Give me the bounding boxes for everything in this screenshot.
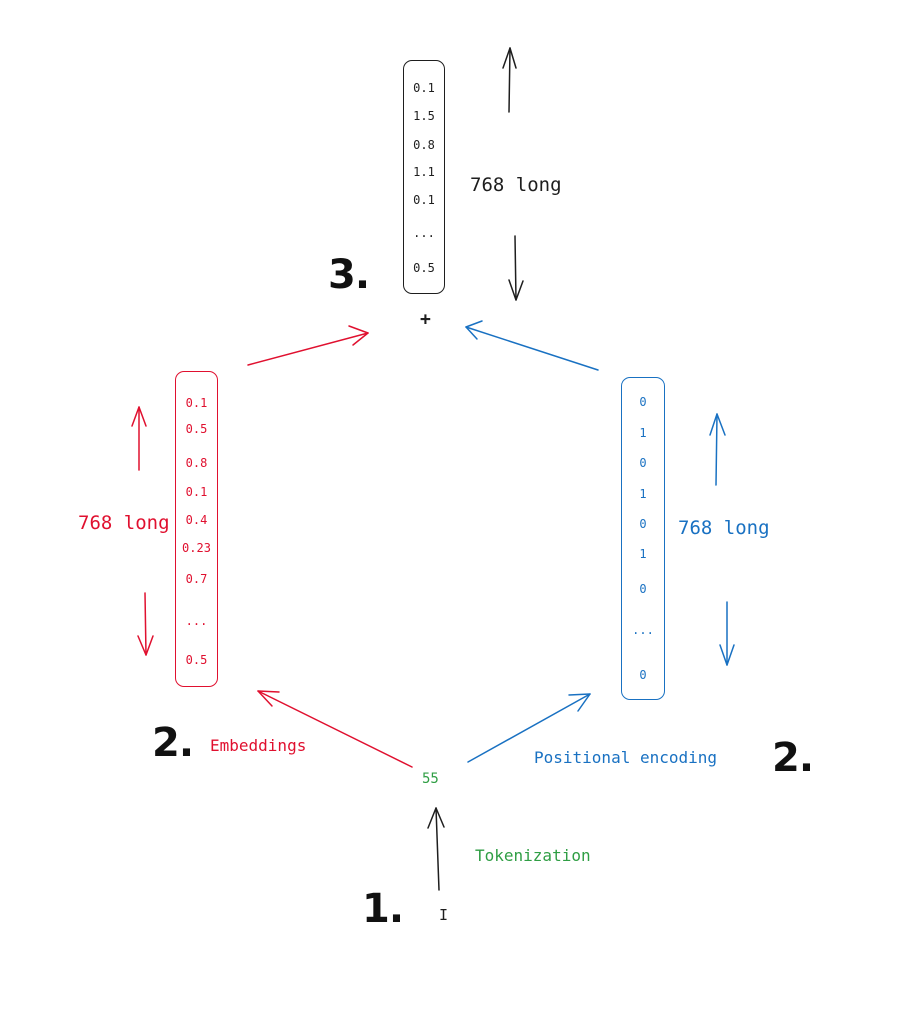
positional-vector-value: 1 [639,426,647,440]
output-length-label: 768 long [470,174,562,196]
sum-plus-sign: + [420,309,431,330]
positional-vector-value: 1 [639,487,647,501]
output-vector-value: ... [413,226,435,240]
step-3-label: 3. [328,252,370,298]
positional-encoding-label: Positional encoding [534,748,718,767]
embedding-length-up-arrow [131,406,147,471]
positional-vector-value: 0 [639,456,647,470]
step-1-label: 1. [362,886,404,932]
step-2-left-label: 2. [152,720,194,766]
embedding-vector-value: ... [185,614,208,628]
step-2-right-label: 2. [772,735,814,781]
embedding-length-label: 768 long [78,512,170,534]
embeddings-label: Embeddings [210,736,307,755]
positional-length-label: 768 long [678,517,770,539]
embedding-length-down-arrow [137,592,154,656]
output-vector-value: 0.1 [413,81,435,95]
positional-encoding-vector: 0 1 0 1 0 1 0... 0 [621,377,665,700]
tokenization-arrow [427,807,445,891]
embedding-vector-value: 0.5 [185,653,208,667]
output-vector-value: 1.1 [413,165,435,179]
embedding-vector-value: 0.1 [185,485,208,499]
output-length-up-arrow [502,47,517,113]
positional-vector-value: 0 [639,517,647,531]
input-token: I [439,906,449,924]
output-vector: 0.1 1.5 0.8 1.1 0.1... 0.5 [403,60,445,294]
positional-to-sum-arrow [465,320,599,371]
embedding-vector-value: 0.4 [185,513,208,527]
output-vector-value: 0.8 [413,138,435,152]
positional-vector-value: ... [632,623,654,637]
positional-vector-value: 0 [639,582,647,596]
output-vector-value: 0.5 [413,261,435,275]
embedding-vector-value: 0.8 [185,456,208,470]
embedding-vector-value: 0.23 [182,541,211,555]
output-vector-value: 1.5 [413,109,435,123]
output-vector-value: 0.1 [413,193,435,207]
embedding-vector-value: 0.5 [185,422,208,436]
token-id: 55 [422,771,439,787]
embedding-arrow [257,690,413,768]
output-length-down-arrow [508,235,524,301]
positional-vector-value: 0 [639,668,647,682]
positional-length-up-arrow [709,413,726,486]
embedding-vector-value: 0.7 [185,572,208,586]
positional-vector-value: 1 [639,547,647,561]
positional-vector-value: 0 [639,395,647,409]
embedding-vector: 0.1 0.5 0.8 0.1 0.4 0.23 0.7... 0.5 [175,371,218,687]
embedding-to-sum-arrow [247,325,369,366]
tokenization-label: Tokenization [475,846,591,865]
embedding-vector-value: 0.1 [185,396,208,410]
positional-arrow [467,693,591,763]
positional-length-down-arrow [719,601,735,666]
